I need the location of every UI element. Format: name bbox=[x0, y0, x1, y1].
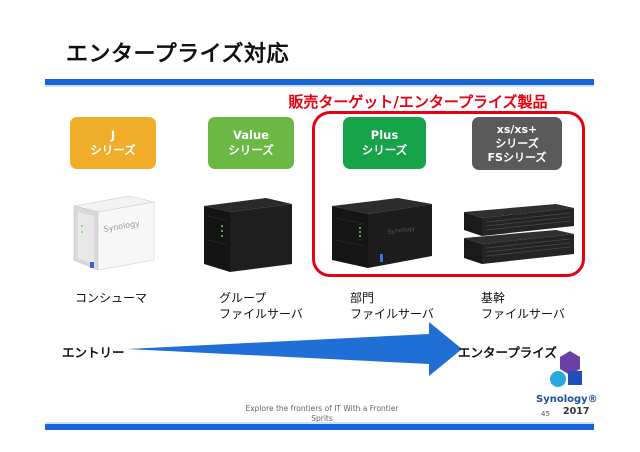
synology-year-text: 2017 bbox=[563, 406, 590, 417]
rack-unit-top bbox=[464, 204, 574, 236]
bottom-rule bbox=[45, 424, 594, 430]
badge-xs-suffix: シリーズ bbox=[495, 136, 539, 150]
badge-plus-series: Plus シリーズ bbox=[343, 117, 426, 169]
page-number: 45 bbox=[541, 410, 550, 418]
badge-value-suffix: シリーズ bbox=[228, 143, 274, 157]
segment-group-line2: ファイルサーバ bbox=[219, 307, 303, 321]
segment-label-group: グループ ファイルサーバ bbox=[219, 290, 303, 322]
nas-xs-series-image bbox=[464, 204, 574, 264]
top-rule-accent bbox=[45, 85, 594, 87]
badge-j-series: J シリーズ bbox=[70, 117, 156, 169]
badge-fs-name: FSシリーズ bbox=[487, 150, 547, 164]
segment-group-line1: グループ bbox=[219, 291, 267, 305]
segment-consumer-line1: コンシューマ bbox=[75, 291, 148, 305]
nas-plus-series-image: Synology bbox=[332, 198, 432, 268]
target-products-frame bbox=[312, 111, 585, 277]
arrow-end-label: エンタープライズ bbox=[458, 345, 557, 360]
badge-plus-suffix: シリーズ bbox=[361, 143, 408, 157]
badge-xs-series: xs/xs+ シリーズ FSシリーズ bbox=[472, 117, 562, 170]
footer-tagline: Explore the frontiers of IT With a Front… bbox=[236, 404, 408, 424]
synology-logo-icon bbox=[550, 351, 582, 387]
segment-core-line2: ファイルサーバ bbox=[481, 307, 565, 321]
segment-department-line2: ファイルサーバ bbox=[350, 307, 434, 321]
arrow-start-label: エントリー bbox=[62, 345, 125, 360]
target-products-label: 販売ターゲット/エンタープライズ製品 bbox=[288, 93, 548, 111]
bottom-rule-accent bbox=[45, 422, 594, 424]
rack-unit-bottom bbox=[464, 230, 574, 264]
slide-title: エンタープライズ対応 bbox=[66, 42, 290, 67]
nas-value-series-image bbox=[204, 198, 292, 272]
badge-value-name: Value bbox=[233, 128, 269, 142]
segment-label-department: 部門 ファイルサーバ bbox=[350, 290, 434, 322]
growth-arrow-icon bbox=[127, 322, 462, 376]
segment-department-line1: 部門 bbox=[350, 291, 375, 305]
badge-xs-name: xs/xs+ bbox=[496, 122, 538, 136]
synology-brand-text: Synology® bbox=[536, 394, 598, 405]
top-rule bbox=[45, 79, 594, 85]
badge-value-series: Value シリーズ bbox=[208, 117, 294, 169]
footer-line1: Explore the frontiers of IT With a Front… bbox=[245, 404, 399, 413]
segment-core-line1: 基幹 bbox=[481, 291, 506, 305]
badge-j-suffix: シリーズ bbox=[90, 143, 136, 157]
nas-plus-brand-text: Synology bbox=[387, 225, 416, 236]
segment-label-core: 基幹 ファイルサーバ bbox=[481, 290, 565, 322]
segment-label-consumer: コンシューマ bbox=[75, 290, 147, 306]
badge-j-name: J bbox=[110, 128, 116, 142]
footer-line2: Sprits bbox=[311, 414, 333, 423]
nas-j-series-image: Synology bbox=[73, 195, 155, 271]
badge-plus-name: Plus bbox=[370, 128, 399, 142]
